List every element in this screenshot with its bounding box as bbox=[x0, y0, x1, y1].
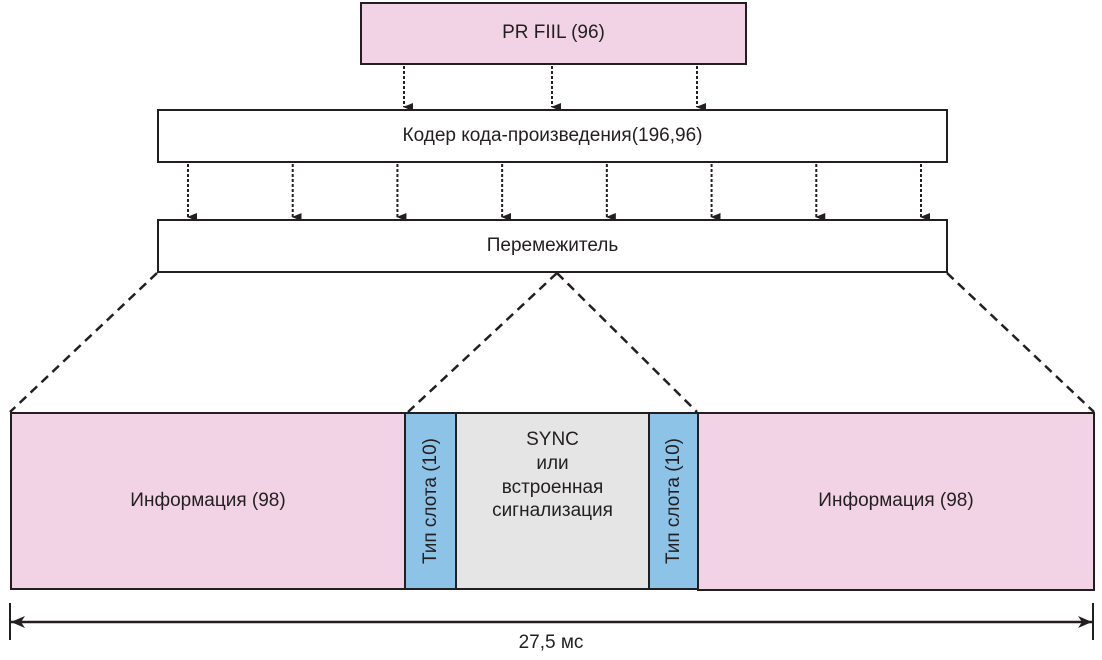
slot-type-right-segment: Тип слота (10) bbox=[648, 412, 699, 590]
zoom-line-left-outer bbox=[9, 272, 158, 413]
encoder-label: Кодер кода-произведения(196,96) bbox=[402, 124, 703, 146]
product-code-encoder-block: Кодер кода-произведения(196,96) bbox=[157, 109, 948, 163]
zoom-line-center-left bbox=[407, 272, 558, 413]
interleaver-block: Перемежитель bbox=[157, 219, 948, 273]
info-left-label: Информация (98) bbox=[130, 489, 286, 511]
zoom-line-right-outer bbox=[946, 272, 1095, 413]
zoom-line-center-right bbox=[556, 272, 698, 413]
sync-segment: SYNC или встроенная сигнализация bbox=[455, 412, 650, 590]
info-left-segment: Информация (98) bbox=[10, 412, 406, 590]
info-right-label: Информация (98) bbox=[818, 490, 974, 512]
slot-type-left-label: Тип слота (10) bbox=[419, 437, 441, 565]
pr-fiil-block: PR FIIL (96) bbox=[360, 2, 747, 65]
interleaver-label: Перемежитель bbox=[486, 234, 619, 256]
duration-label: 27,5 мс bbox=[518, 632, 584, 653]
slot-type-left-segment: Тип слота (10) bbox=[404, 412, 457, 590]
slot-type-right-label: Тип слота (10) bbox=[662, 437, 684, 565]
sync-label-line-4: сигнализация bbox=[492, 500, 613, 522]
info-right-segment: Информация (98) bbox=[697, 412, 1095, 591]
sync-label-line-3: встроенная bbox=[501, 476, 604, 498]
sync-label-line-1: SYNC bbox=[526, 429, 579, 450]
sync-label-line-2: или bbox=[536, 452, 569, 474]
pr-fiil-label: PR FIIL (96) bbox=[502, 22, 605, 44]
